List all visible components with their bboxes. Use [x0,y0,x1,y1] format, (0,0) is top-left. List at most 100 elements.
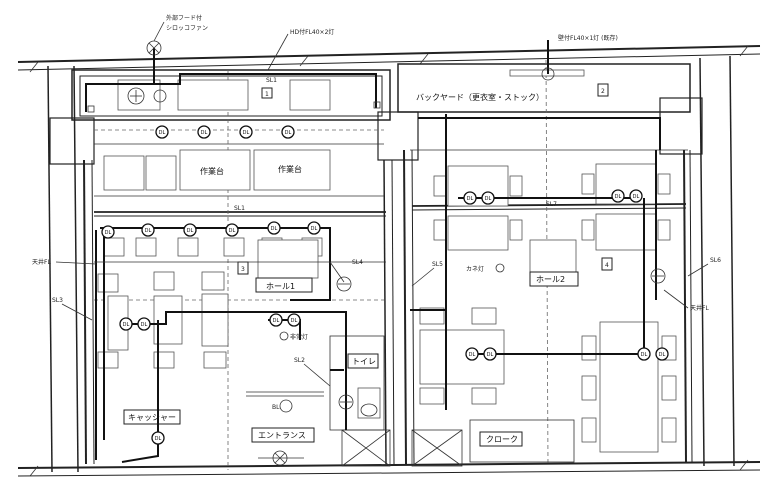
downlight: DL [483,347,497,361]
downlight: DL [287,313,301,327]
hall1-label-box [255,277,313,293]
downlight: DL [269,313,283,327]
grid-lines [94,59,549,470]
callouts: 外部フード付 シロッコファン HD付FL40×2灯 壁付FL40×1灯 (既存)… [32,14,709,312]
svg-text:DL: DL [145,228,152,234]
svg-text:DL: DL [229,228,236,234]
kitchen-area: 1 作業台 作業台 [103,79,331,191]
downlights: DL DL DL DL DL DL DL DL DL DL DL DL DL D… [101,125,669,445]
hall1-furniture: 3 ホール1 [97,237,323,369]
circuit-sl6: SL6 [710,257,721,264]
callout-fan-line1: 外部フード付 [166,14,202,22]
downlight: DL [225,223,239,237]
callout-kitchen-light: HD付FL40×2灯 [290,28,334,36]
downlight: DL [267,221,281,235]
downlight: DL [463,191,477,205]
downlight: DL [629,189,643,203]
marker-1: 1 [265,91,269,98]
left-unit-walls [71,69,395,465]
downlight: DL [197,125,211,139]
downlight: DL [155,125,169,139]
callout-backyard-light: 壁付FL40×1灯 (既存) [558,34,618,42]
panel-marker [261,87,273,99]
callout-ceiling-right: 天井FL [690,304,709,312]
svg-text:DL: DL [311,226,318,232]
downlight: DL [637,347,651,361]
downlight: DL [137,317,151,331]
svg-text:DL: DL [105,230,112,236]
downlight: DL [101,225,115,239]
svg-text:DL: DL [201,130,208,136]
downlight: DL [239,125,253,139]
downlight: DL [281,125,295,139]
circuit-sl4: SL4 [352,259,363,266]
svg-text:DL: DL [469,352,476,358]
svg-text:DL: DL [159,130,166,136]
hall2-label-box [529,271,579,287]
cloak-label: クローク [486,435,518,444]
bracket-light-icon [279,399,293,413]
callout-ceiling-left: 天井FL [32,258,51,266]
circuit-sl2: SL2 [294,357,305,364]
exhaust-fan-icon-hall1 [336,276,352,292]
downlight: DL [611,189,625,203]
toilet-label: トイレ [352,357,376,366]
cashier-label-box [123,409,181,425]
svg-text:DL: DL [615,194,622,200]
callout-fan-line2: シロッコファン [166,25,208,32]
lower-left-rooms: トイレ エントランス キャッシャー [123,335,463,467]
circuit-labels: SL1 SL1 SL3 SL4 SL5 SL2 SL6 SL7 [52,77,721,387]
svg-text:DL: DL [273,318,280,324]
toilet-label-box [347,353,379,369]
backyard-label: バックヤード（更衣室・ストック） [416,92,544,102]
marker-2: 2 [601,88,605,95]
cloak-label-box [479,431,523,447]
entrance-label: エントランス [258,431,306,440]
svg-text:DL: DL [659,352,666,358]
svg-text:DL: DL [243,130,250,136]
hall2-furniture: 4 ホール2 クローク カネ灯 [419,163,677,463]
circuit-sl5: SL5 [432,261,443,268]
circuit-sl1-top: SL1 [266,77,277,84]
downlight: DL [655,347,669,361]
marker-3: 3 [241,266,245,273]
downlight: DL [307,221,321,235]
downlight: DL [481,191,495,205]
entrance-label-box [251,427,315,443]
svg-text:DL: DL [291,318,298,324]
bracket-light-label: BL [272,404,280,411]
wiring [85,40,661,463]
work-table-label-left: 作業台 [200,166,224,176]
svg-text:DL: DL [141,322,148,328]
hall2-label: ホール2 [536,275,565,284]
emergency-light-right [495,263,505,273]
svg-text:DL: DL [487,352,494,358]
svg-text:DL: DL [285,130,292,136]
emergency-label-left: 非常灯 [290,333,308,341]
exhaust-fan-icon-hall2 [650,268,666,284]
wall-light-icon [541,67,555,81]
circuit-sl7: SL7 [546,201,557,208]
downlight: DL [119,317,133,331]
downlight: DL [465,347,479,361]
svg-text:DL: DL [187,228,194,234]
backyard-area: 2 バックヤード（更衣室・ストック） [416,69,609,102]
downlight: DL [141,223,155,237]
svg-text:DL: DL [633,194,640,200]
exhaust-fan-icon-toilet [338,394,354,410]
svg-text:DL: DL [485,196,492,202]
circuit-sl1-mid: SL1 [234,205,245,212]
svg-text:DL: DL [271,226,278,232]
svg-text:DL: DL [641,352,648,358]
svg-text:DL: DL [467,196,474,202]
emergency-label-right: カネ灯 [466,265,484,273]
downlight: DL [183,223,197,237]
svg-text:DL: DL [155,436,162,442]
marker-4: 4 [605,262,609,269]
svg-text:DL: DL [123,322,130,328]
circuit-sl3: SL3 [52,297,63,304]
emergency-light-left [279,331,289,341]
hall1-label: ホール1 [266,282,295,291]
work-table-label-right: 作業台 [278,164,302,174]
cashier-label: キャッシャー [128,413,176,422]
